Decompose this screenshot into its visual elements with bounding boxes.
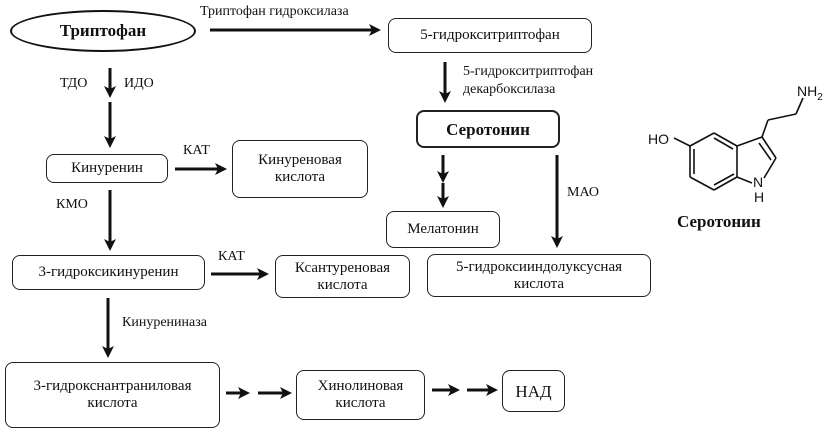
enzyme-kat-1: КАТ: [183, 143, 210, 158]
enzyme-tryptophan-hydroxylase: Триптофан гидроксилаза: [200, 4, 349, 19]
enzyme-aadc-line2: декарбоксилаза: [463, 82, 556, 97]
molecule-nh-text: NH: [797, 83, 818, 99]
node-tryptophan: Триптофан: [10, 10, 196, 52]
node-kynurenine: Кинуренин: [46, 154, 168, 183]
node-3-hydroxykynurenine: 3-гидроксикинуренин: [12, 255, 205, 290]
node-quinolinic-acid: Хинолиновая кислота: [296, 370, 425, 420]
enzyme-ido: ИДО: [124, 76, 154, 91]
molecule-n-label: N: [753, 174, 764, 190]
molecule-ho-label: HO: [648, 131, 669, 147]
enzyme-kynureninase: Кинурениназа: [122, 315, 207, 330]
enzyme-kmo: КМО: [56, 197, 88, 212]
node-serotonin: Серотонин: [416, 110, 560, 148]
node-5-hydroxytryptophan: 5-гидрокситриптофан: [388, 18, 592, 53]
molecule-nh2-label: NH2: [797, 83, 823, 103]
molecule-h-label: H: [754, 189, 765, 205]
node-nad: НАД: [502, 370, 565, 412]
node-5-hiaa: 5-гидроксииндолуксусная кислота: [427, 254, 651, 297]
enzyme-tdo: ТДО: [60, 76, 88, 91]
serotonin-structure: [673, 97, 804, 191]
node-xanthurenic-acid: Ксантуреновая кислота: [275, 255, 410, 298]
enzyme-kat-2: КАТ: [218, 249, 245, 264]
molecule-nh2-subscript: 2: [817, 91, 823, 103]
node-melatonin: Мелатонин: [386, 211, 500, 248]
node-kynurenic-acid: Кинуреновая кислота: [232, 140, 368, 198]
node-3-hydroxyanthranilic-acid: 3-гидрокснантраниловая кислота: [5, 362, 220, 428]
molecule-name: Серотонин: [677, 212, 761, 231]
enzyme-aadc-line1: 5-гидрокситриптофан: [463, 64, 594, 79]
enzyme-mao: МАО: [567, 185, 599, 200]
